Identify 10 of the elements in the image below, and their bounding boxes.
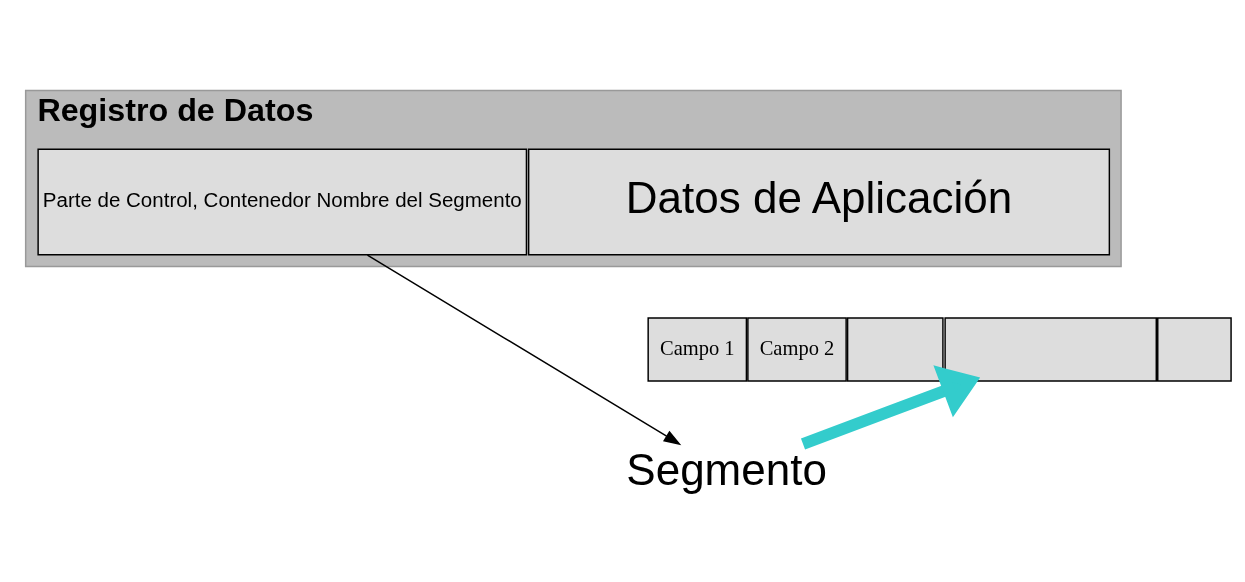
node-box	[1157, 316, 1232, 382]
node-box: Datos de Aplicación	[527, 148, 1111, 256]
node-box	[846, 316, 944, 382]
node-box	[944, 316, 1158, 382]
node-box: Campo 1	[647, 316, 748, 382]
node-box: Campo 2	[747, 316, 847, 382]
arrow	[800, 364, 981, 449]
node-box: Parte de Control, Contenedor Nombre del Segmento	[37, 148, 528, 256]
arrow	[366, 253, 682, 445]
node-text: Segmento	[626, 444, 827, 494]
